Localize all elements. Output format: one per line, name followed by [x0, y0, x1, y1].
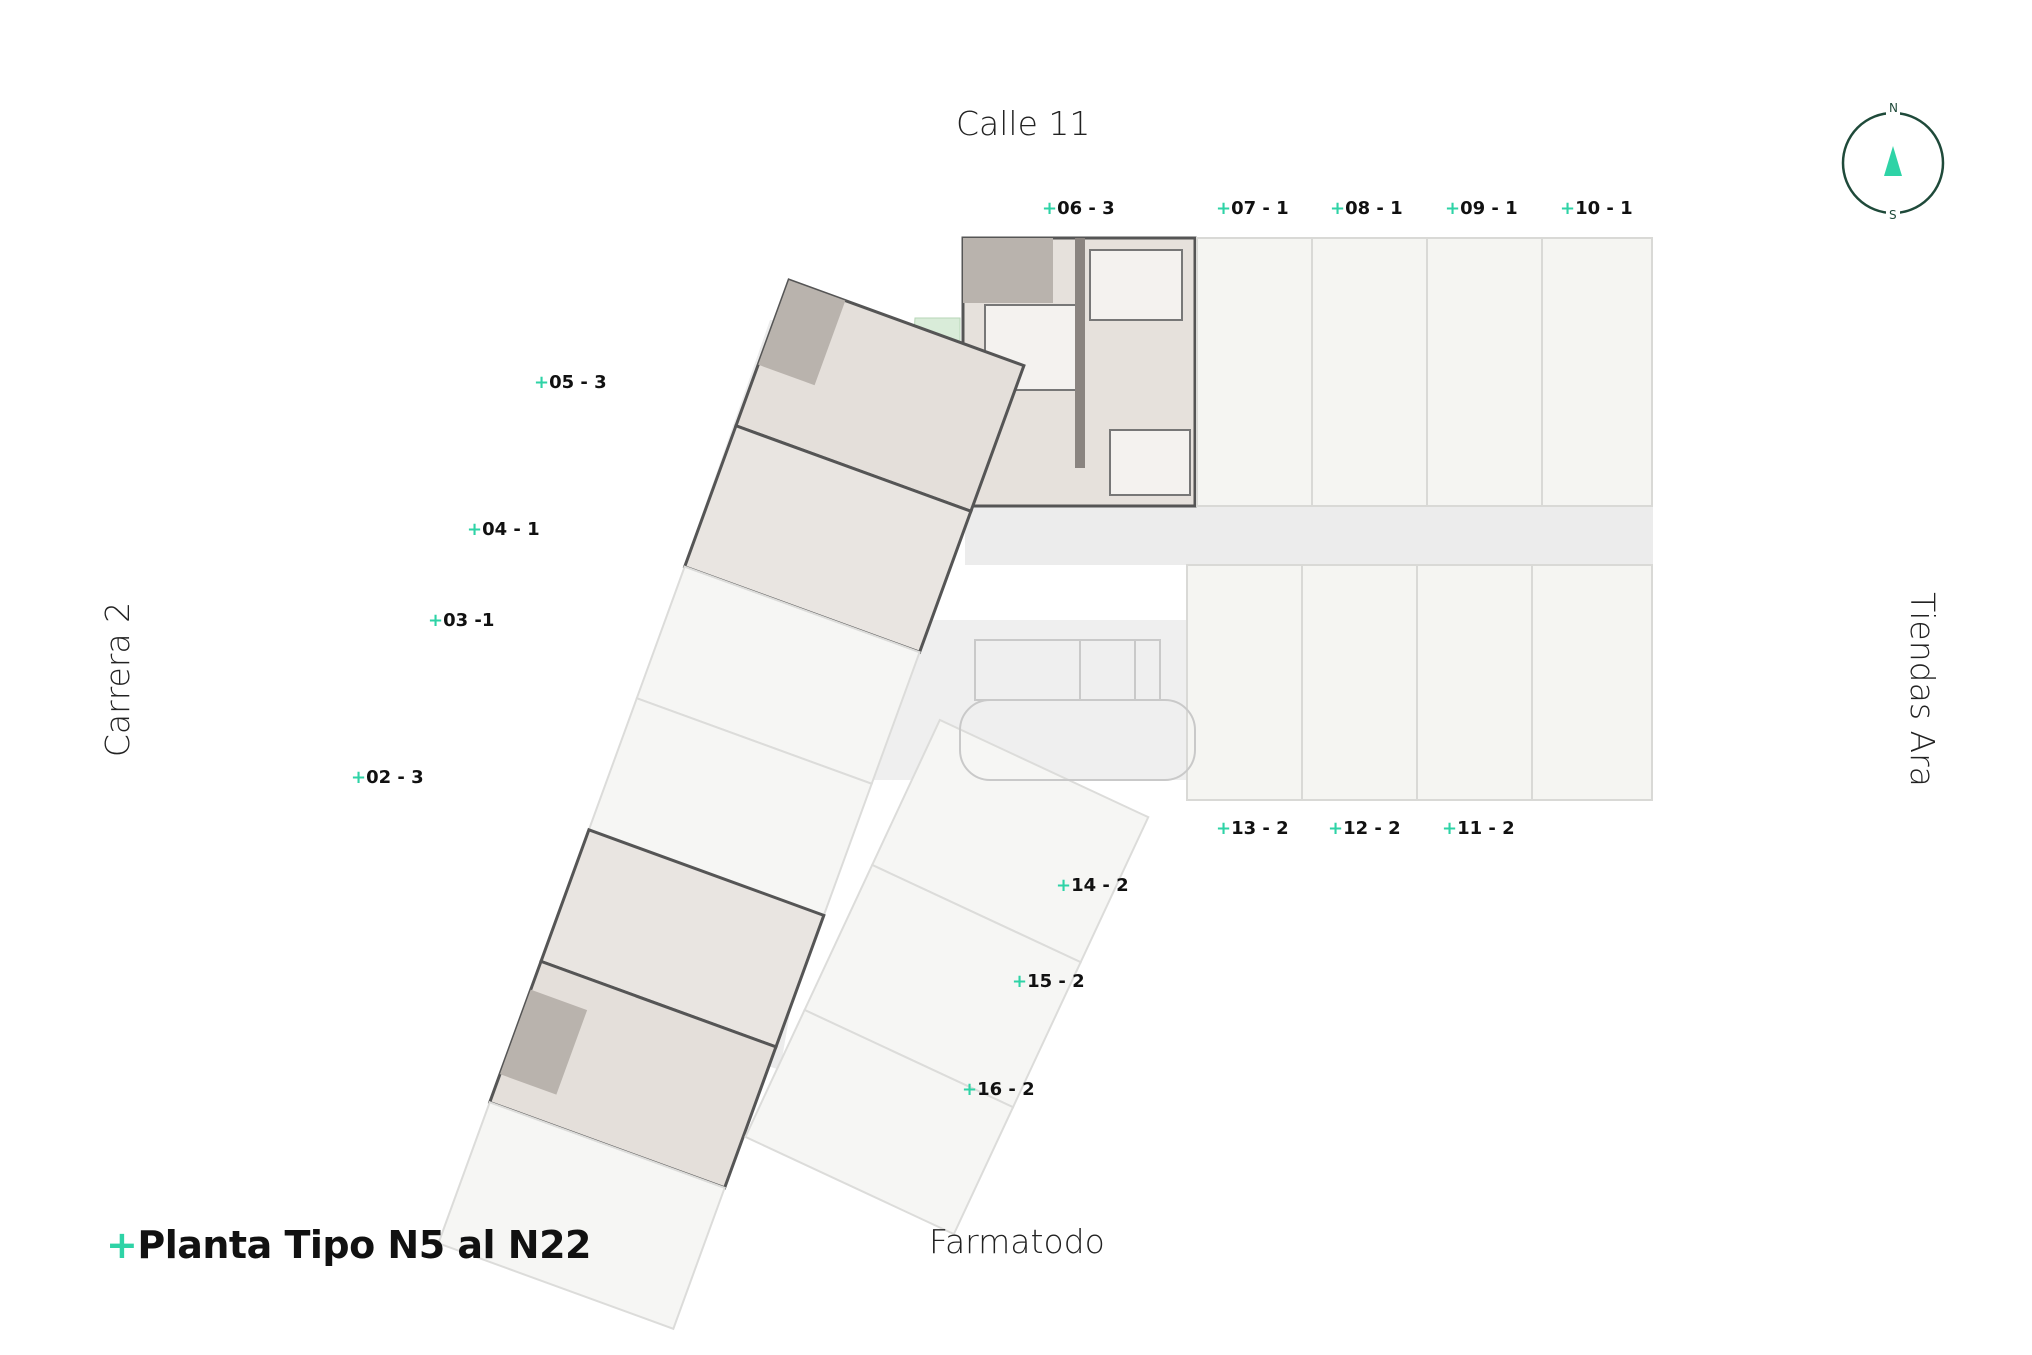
units-north-row — [1196, 237, 1653, 507]
street-farmatodo: Farmatodo — [929, 1222, 1105, 1261]
unit-label-12-2: +12 - 2 — [1328, 818, 1401, 839]
unit-label-03-1: +03 -1 — [428, 610, 495, 631]
compass-north-label: N — [1889, 101, 1898, 115]
unit-label-16-2: +16 - 2 — [962, 1079, 1035, 1100]
unit-label-07-1: +07 - 1 — [1216, 198, 1289, 219]
street-tiendas-ara: Tiendas Ara — [1902, 592, 1942, 787]
unit-label-06-3: +06 - 3 — [1042, 198, 1115, 219]
unit-label-05-3: +05 - 3 — [534, 372, 607, 393]
unit-label-10-1: +10 - 1 — [1560, 198, 1633, 219]
west-wing — [437, 278, 1026, 1331]
plan-title: +Planta Tipo N5 al N22 — [106, 1223, 591, 1267]
unit-label-15-2: +15 - 2 — [1012, 971, 1085, 992]
street-carrera-2: Carrera 2 — [98, 601, 138, 758]
units-east-south-row — [1186, 564, 1653, 801]
south-east-wing — [744, 718, 1150, 1236]
unit-label-04-1: +04 - 1 — [467, 519, 540, 540]
compass-icon: N S — [1838, 101, 1948, 222]
street-calle-11: Calle 11 — [956, 104, 1091, 143]
unit-label-02-3: +02 - 3 — [351, 767, 424, 788]
unit-label-08-1: +08 - 1 — [1330, 198, 1403, 219]
compass-south-label: S — [1889, 208, 1897, 222]
unit-label-09-1: +09 - 1 — [1445, 198, 1518, 219]
unit-label-13-2: +13 - 2 — [1216, 818, 1289, 839]
elevator-core — [959, 639, 1196, 781]
unit-label-11-2: +11 - 2 — [1442, 818, 1515, 839]
unit-label-14-2: +14 - 2 — [1056, 875, 1129, 896]
